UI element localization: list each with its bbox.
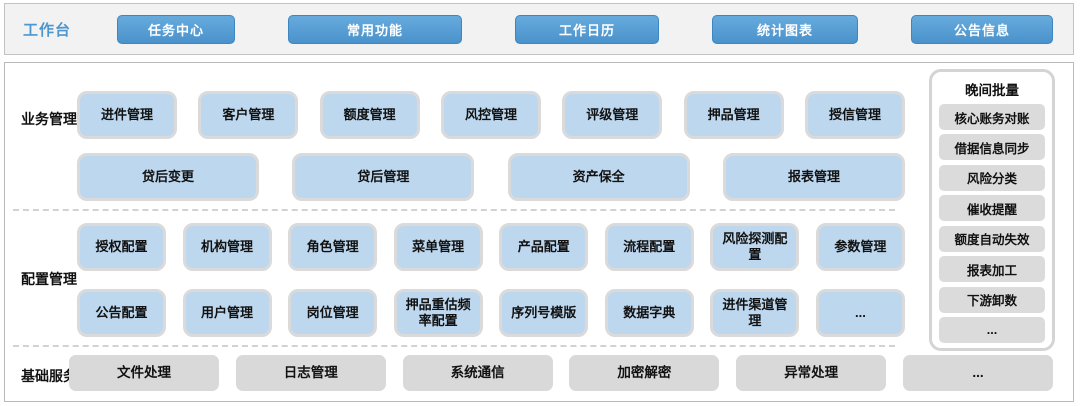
basic-service-box[interactable]: 异常处理	[736, 355, 887, 391]
biz-module-box[interactable]: 额度管理	[319, 91, 420, 139]
topbar-button-statistics-charts[interactable]: 统计图表	[711, 14, 858, 44]
config-module-box[interactable]: 序列号模版	[499, 289, 589, 337]
biz-module-box[interactable]: 贷后变更	[77, 153, 259, 201]
basic-services-row: 文件处理 日志管理 系统通信 加密解密 异常处理 ...	[69, 355, 1053, 391]
biz-module-box[interactable]: 授信管理	[804, 91, 905, 139]
topbar-button-announcements[interactable]: 公告信息	[910, 14, 1053, 44]
biz-module-box[interactable]: 风控管理	[440, 91, 541, 139]
config-module-box[interactable]: ...	[815, 289, 905, 337]
night-batch-item[interactable]: 核心账务对账	[939, 104, 1045, 130]
config-module-box[interactable]: 授权配置	[77, 223, 166, 271]
config-module-box[interactable]: 产品配置	[499, 223, 589, 271]
night-batch-list: 核心账务对账 借据信息同步 风险分类 催收提醒 额度自动失效 报表加工 下游卸数…	[939, 104, 1045, 343]
topbar-button-task-center[interactable]: 任务中心	[117, 14, 236, 44]
config-module-box[interactable]: 押品重估频率配置	[393, 289, 483, 337]
config-module-box[interactable]: 流程配置	[604, 223, 694, 271]
biz-module-box[interactable]: 报表管理	[722, 153, 905, 201]
config-module-box[interactable]: 参数管理	[815, 223, 905, 271]
modules-panel: 业务管理 配置管理 基础服务 进件管理 客户管理 额度管理 风控管理 评级管理 …	[4, 62, 1074, 402]
night-batch-item[interactable]: 催收提醒	[939, 195, 1045, 222]
night-batch-item[interactable]: 额度自动失效	[939, 225, 1045, 252]
config-module-box[interactable]: 岗位管理	[288, 289, 378, 337]
night-batch-item[interactable]: 报表加工	[939, 256, 1045, 283]
topbar-button-common-functions[interactable]: 常用功能	[288, 14, 462, 44]
topbar-button-work-calendar[interactable]: 工作日历	[514, 14, 659, 44]
basic-service-box[interactable]: 日志管理	[235, 355, 386, 391]
night-batch-title: 晚间批量	[965, 83, 1019, 98]
config-module-box[interactable]: 公告配置	[77, 289, 166, 337]
biz-module-box[interactable]: 客户管理	[198, 91, 299, 139]
biz-module-box[interactable]: 押品管理	[683, 91, 784, 139]
night-batch-item[interactable]: 下游卸数	[939, 286, 1045, 313]
business-row-1: 进件管理 客户管理 额度管理 风控管理 评级管理 押品管理 授信管理	[77, 91, 905, 139]
workbench-label: 工作台	[23, 21, 72, 39]
config-module-box[interactable]: 机构管理	[182, 223, 272, 271]
biz-module-box[interactable]: 评级管理	[562, 91, 663, 139]
config-module-box[interactable]: 菜单管理	[393, 223, 483, 271]
config-row-1: 授权配置 机构管理 角色管理 菜单管理 产品配置 流程配置 风险探测配置 参数管…	[77, 223, 905, 271]
business-row-2: 贷后变更 贷后管理 资产保全 报表管理	[77, 153, 905, 201]
section-divider	[13, 209, 895, 211]
config-module-box[interactable]: 角色管理	[288, 223, 378, 271]
section-label-basic: 基础服务	[21, 368, 77, 384]
workbench-topbar: 工作台 任务中心 常用功能 工作日历 统计图表 公告信息	[4, 3, 1074, 55]
basic-service-box[interactable]: 加密解密	[569, 355, 720, 391]
config-module-box[interactable]: 数据字典	[604, 289, 694, 337]
biz-module-box[interactable]: 资产保全	[507, 153, 690, 201]
night-batch-item[interactable]: ...	[939, 316, 1045, 343]
basic-service-box[interactable]: 系统通信	[402, 355, 553, 391]
biz-module-box[interactable]: 贷后管理	[292, 153, 475, 201]
basic-service-box[interactable]: ...	[902, 355, 1053, 391]
night-batch-panel: 晚间批量 核心账务对账 借据信息同步 风险分类 催收提醒 额度自动失效 报表加工…	[929, 69, 1055, 351]
config-module-box[interactable]: 用户管理	[182, 289, 272, 337]
biz-module-box[interactable]: 进件管理	[77, 91, 177, 139]
config-module-box[interactable]: 风险探测配置	[710, 223, 800, 271]
section-label-config: 配置管理	[21, 271, 77, 287]
topbar-button-group: 任务中心 常用功能 工作日历 统计图表 公告信息	[117, 14, 1053, 44]
basic-service-box[interactable]: 文件处理	[69, 355, 219, 391]
section-label-business: 业务管理	[21, 111, 77, 127]
night-batch-item[interactable]: 风险分类	[939, 164, 1045, 191]
night-batch-item[interactable]: 借据信息同步	[939, 134, 1045, 161]
config-row-2: 公告配置 用户管理 岗位管理 押品重估频率配置 序列号模版 数据字典 进件渠道管…	[77, 289, 905, 337]
config-module-box[interactable]: 进件渠道管理	[710, 289, 800, 337]
section-divider	[13, 345, 895, 347]
